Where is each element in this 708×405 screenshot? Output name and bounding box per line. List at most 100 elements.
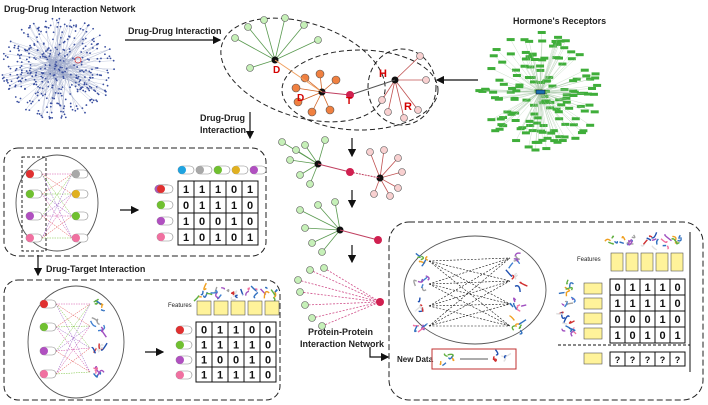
network-node bbox=[107, 76, 110, 79]
ppi-right-protein bbox=[518, 324, 523, 330]
stage2-left-leaf bbox=[278, 138, 286, 146]
network-edge bbox=[65, 67, 78, 92]
receptor-edge bbox=[491, 91, 541, 120]
dti-bipartite-edge bbox=[55, 303, 91, 328]
ppi-right-protein bbox=[509, 302, 514, 308]
ppi-row-feature-box bbox=[583, 327, 603, 340]
h-cluster-leaf bbox=[414, 106, 422, 114]
receptor-node bbox=[512, 74, 521, 78]
receptor-node bbox=[567, 57, 576, 61]
stage4-edge bbox=[299, 291, 381, 303]
receptor-edge bbox=[525, 58, 541, 93]
d2-cluster-edge bbox=[297, 91, 323, 103]
dti-matrix-value: 1 bbox=[233, 325, 239, 337]
stage2-left-leaf bbox=[292, 146, 300, 154]
network-node bbox=[70, 26, 73, 28]
stage2-right-leaf bbox=[386, 192, 394, 200]
network-node bbox=[28, 56, 31, 59]
network-node bbox=[75, 76, 78, 79]
ppi-right-protein bbox=[513, 258, 519, 262]
stage4-leaf bbox=[296, 288, 304, 296]
dti-bipartite-edge bbox=[55, 350, 91, 373]
network-node bbox=[79, 79, 82, 82]
network-node bbox=[55, 19, 58, 22]
stage2-right-leaf bbox=[380, 146, 388, 154]
network-node bbox=[92, 27, 95, 30]
network-edge bbox=[46, 73, 63, 99]
h-cluster-edge bbox=[394, 79, 419, 111]
d1-d2-edge bbox=[274, 59, 323, 93]
network-node bbox=[6, 81, 9, 84]
network-node bbox=[69, 19, 72, 22]
dti-protein-icon bbox=[93, 298, 100, 303]
network-node bbox=[69, 50, 71, 53]
dti-matrix-value: 0 bbox=[233, 355, 239, 367]
network-node bbox=[3, 80, 6, 82]
network-node bbox=[9, 40, 12, 43]
receptor-node bbox=[506, 52, 515, 56]
receptor-node bbox=[558, 62, 567, 66]
network-node bbox=[49, 52, 52, 55]
ppi-matrix-value: 1 bbox=[629, 282, 635, 294]
dti-header-protein bbox=[203, 282, 207, 291]
network-node bbox=[47, 81, 50, 83]
ddi-arrow-label: Drug-Drug Interaction bbox=[128, 26, 222, 36]
ppi-right-protein bbox=[514, 285, 521, 293]
network-node bbox=[1, 77, 4, 80]
ppi-feature-box bbox=[610, 252, 624, 272]
network-node bbox=[33, 78, 36, 81]
network-node bbox=[47, 85, 50, 88]
ppi-row-protein bbox=[565, 286, 573, 291]
network-node bbox=[22, 32, 25, 34]
ppi-left-protein bbox=[421, 259, 427, 267]
network-node bbox=[69, 105, 72, 108]
network-node bbox=[31, 75, 34, 78]
network-edge bbox=[27, 34, 49, 64]
ppi-matrix-value: 1 bbox=[614, 330, 620, 342]
dti-matrix-value: 0 bbox=[249, 325, 255, 337]
network-node bbox=[100, 74, 103, 77]
stage2-right-leaf bbox=[394, 184, 402, 192]
network-node bbox=[32, 22, 35, 25]
network-node bbox=[34, 58, 37, 60]
network-node bbox=[41, 72, 44, 75]
ddi-row-pill-half bbox=[157, 233, 165, 241]
network-node bbox=[36, 40, 39, 43]
receptor-node bbox=[538, 101, 547, 105]
receptor-node bbox=[489, 54, 498, 58]
hormone-receptor-network bbox=[475, 30, 602, 152]
dti-matrix-value: 0 bbox=[217, 355, 223, 367]
network-node bbox=[104, 53, 106, 56]
network-node bbox=[85, 104, 88, 106]
node-letter-t: T bbox=[346, 96, 352, 107]
network-node bbox=[92, 37, 95, 40]
receptor-edge bbox=[515, 91, 541, 141]
ddi-matrix-value: 1 bbox=[231, 216, 237, 228]
ppi-row-protein bbox=[565, 290, 570, 297]
network-node bbox=[35, 71, 38, 74]
ppi-header-protein bbox=[627, 240, 634, 246]
network-node bbox=[44, 93, 47, 96]
network-node bbox=[14, 96, 17, 98]
dti-header-protein bbox=[264, 286, 268, 290]
network-node bbox=[79, 88, 82, 91]
receptor-edge bbox=[539, 91, 591, 126]
dti-protein-icon bbox=[94, 366, 100, 373]
network-node bbox=[56, 26, 59, 28]
receptor-node bbox=[526, 65, 535, 69]
network-node bbox=[34, 80, 37, 83]
receptor-node bbox=[511, 68, 520, 72]
network-node bbox=[33, 83, 36, 85]
ppi-right-protein bbox=[505, 269, 513, 277]
network-node bbox=[85, 30, 88, 33]
network-node bbox=[17, 53, 19, 56]
ppi-header-protein bbox=[648, 235, 653, 238]
ppi-bipartite-edge bbox=[428, 283, 511, 327]
dti-left-pill-half bbox=[40, 300, 48, 308]
network-node bbox=[96, 73, 99, 76]
receptor-node bbox=[537, 30, 546, 34]
network-node bbox=[33, 57, 36, 59]
network-node bbox=[57, 92, 60, 95]
